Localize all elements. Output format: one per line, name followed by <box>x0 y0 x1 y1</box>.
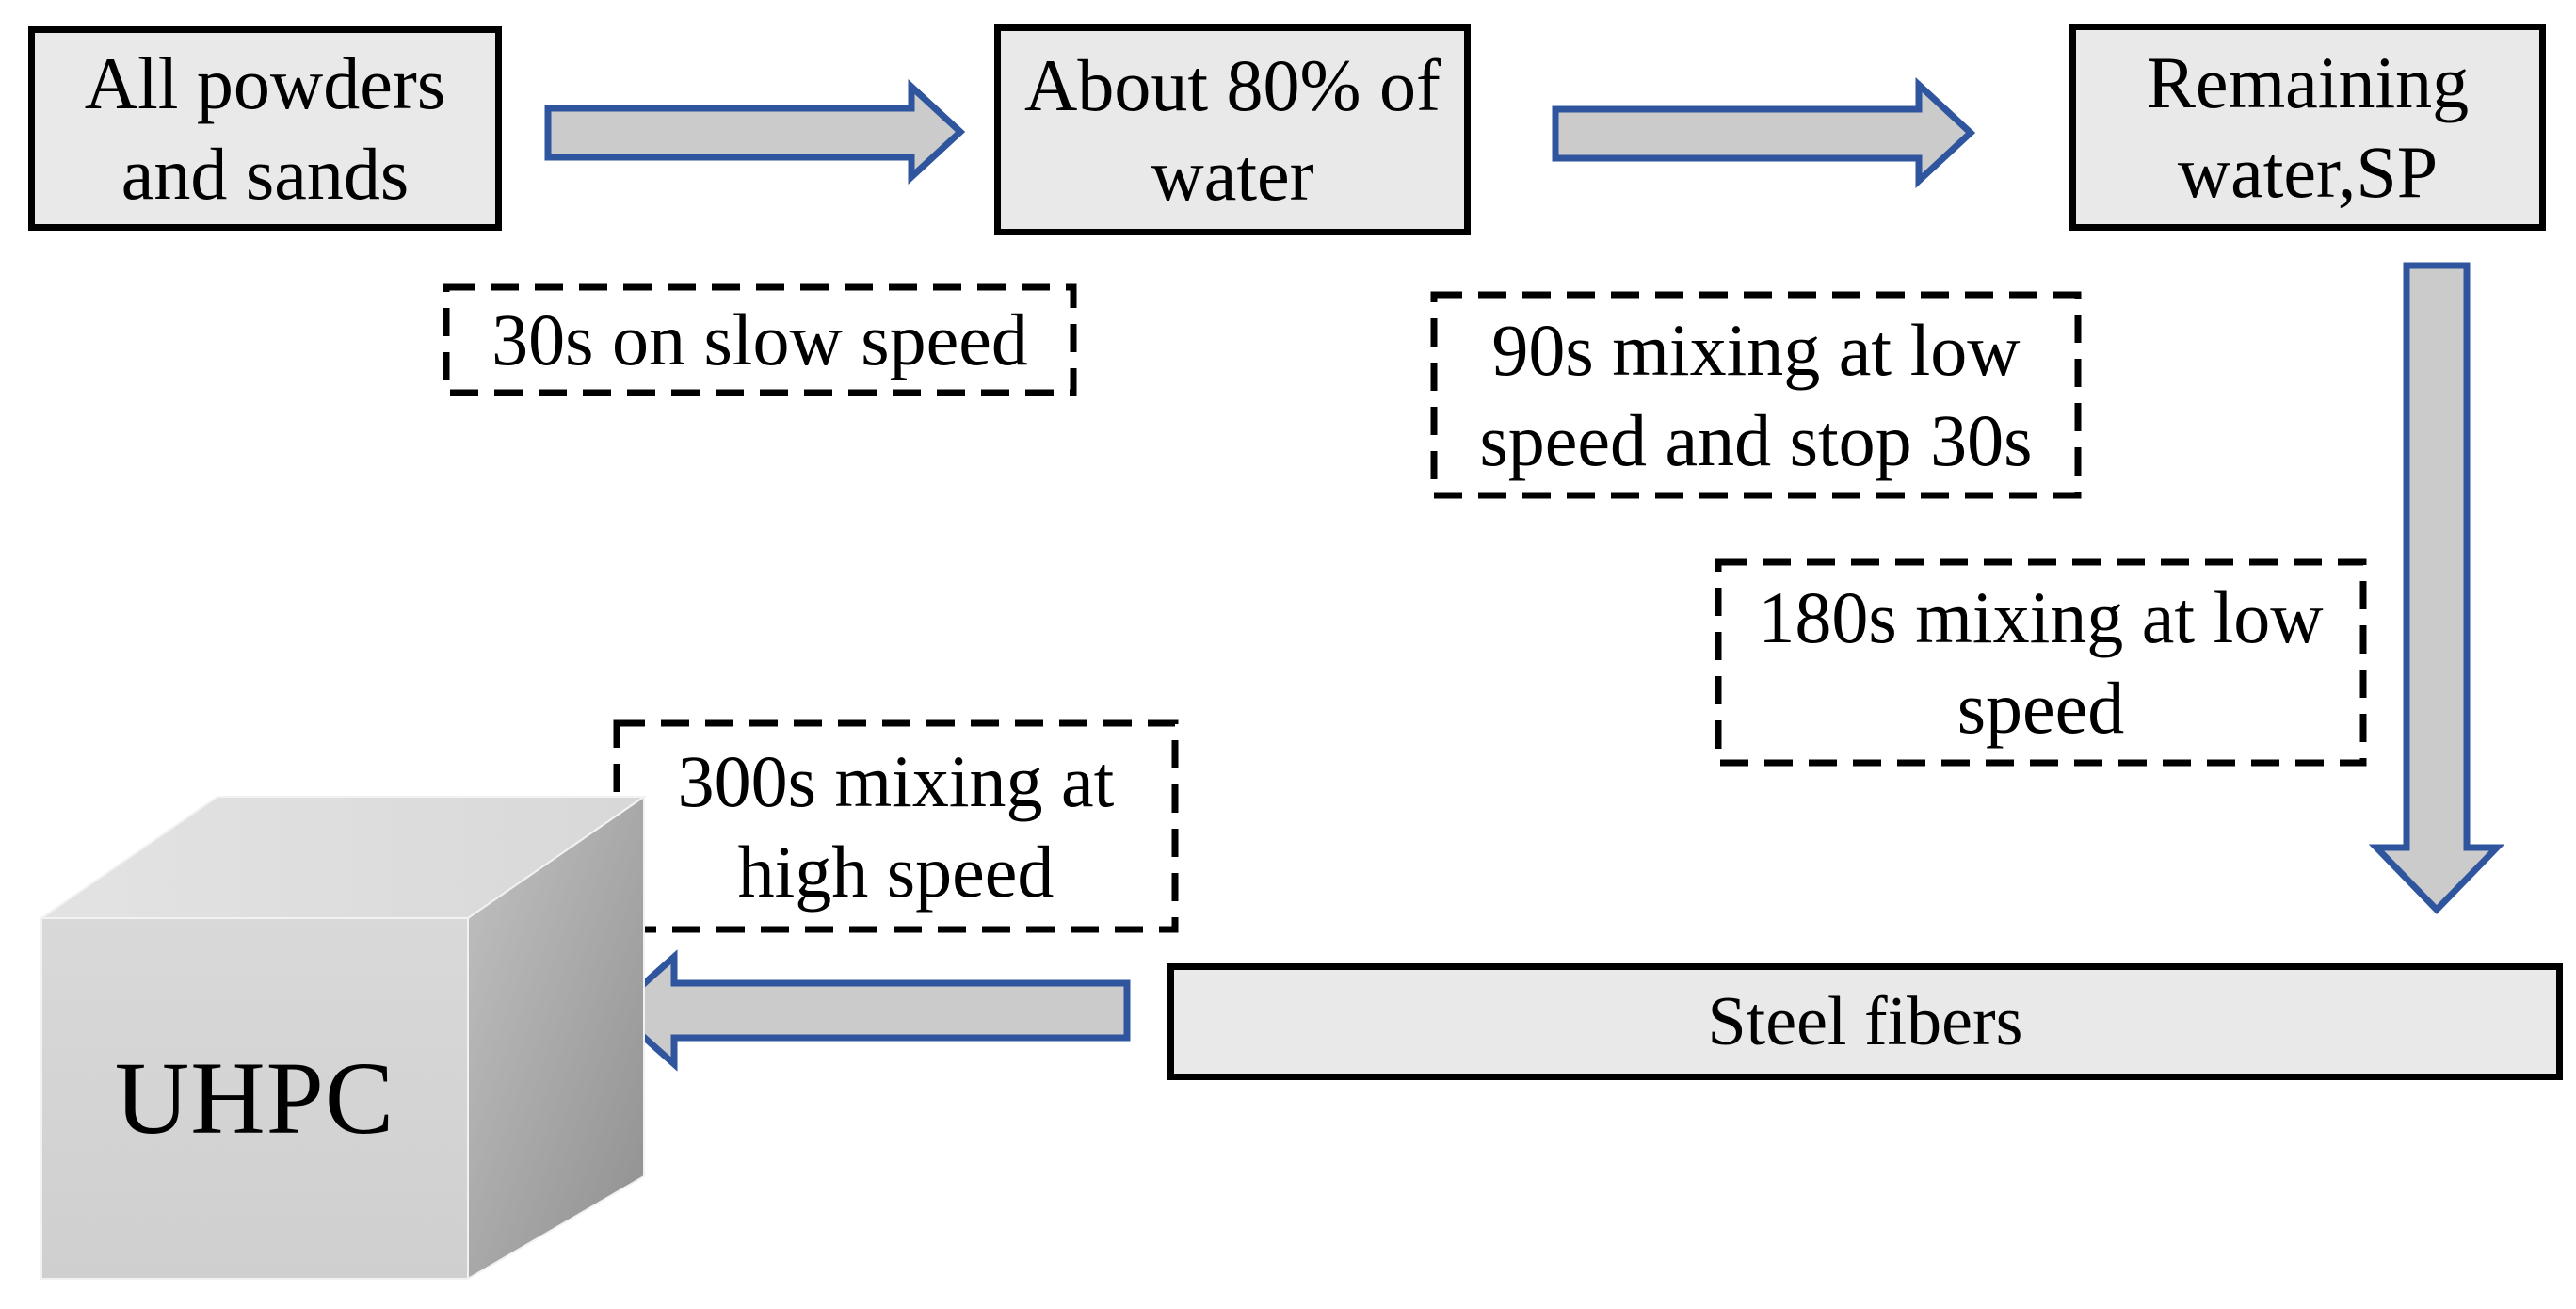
dashed-box-step2 <box>1430 291 2082 499</box>
dashed-box-step1 <box>443 283 1077 396</box>
process-box-80pct-water: About 80% of water <box>994 24 1471 235</box>
arrow-left-icon <box>608 949 1131 1072</box>
process-box-steel-fibers: Steel fibers <box>1167 963 2563 1080</box>
process-box-label: About 80% of water <box>1024 43 1441 216</box>
annotation-step3: 180s mixing at low speed <box>1758 576 2324 749</box>
arrow-down-icon <box>2368 262 2505 915</box>
annotation-step4: 300s mixing at high speed <box>677 740 1115 913</box>
arrow-right-icon <box>544 79 966 185</box>
process-box-remaining-water-sp: Remaining water,SP <box>2069 24 2546 231</box>
annotation-step1: 30s on slow speed <box>491 299 1028 381</box>
annotation-step2: 90s mixing at low speed and stop 30s <box>1479 309 2033 481</box>
arrow-right-icon <box>1552 76 1976 189</box>
process-box-label: Steel fibers <box>1707 982 2023 1060</box>
process-box-label: All powders and sands <box>84 42 446 215</box>
process-box-powders-sands: All powders and sands <box>28 26 502 231</box>
uhpc-cube <box>38 795 648 1281</box>
dashed-box-step4 <box>613 719 1179 933</box>
process-box-label: Remaining water,SP <box>2146 40 2470 213</box>
uhpc-cube-label: UHPC <box>114 1041 395 1155</box>
cube-front-face <box>40 917 469 1280</box>
dashed-box-step3 <box>1715 558 2367 767</box>
